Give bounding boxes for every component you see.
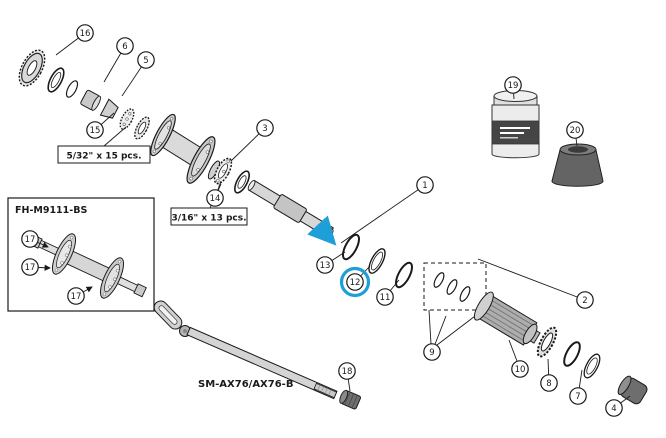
axle-model-label: SM-AX76/AX76-B	[198, 379, 293, 390]
seal-ring-11	[395, 261, 413, 289]
callout-num-17: 17	[71, 292, 82, 302]
callout-num-7: 7	[575, 392, 580, 402]
callout-num-17: 17	[25, 263, 36, 273]
callout-1	[416, 176, 434, 194]
callout-num-19: 19	[508, 81, 519, 91]
front-hub-model-label: FH-M9111-BS	[15, 205, 87, 216]
callout-17	[67, 287, 85, 305]
callout-2	[576, 291, 594, 309]
callout-num-12: 12	[350, 278, 361, 288]
callout-4	[605, 399, 623, 417]
ball-large-text: 3/16" x 13 pcs.	[171, 214, 246, 224]
ball-label-large: 3/16" x 13 pcs.	[170, 183, 248, 226]
rubber-boot	[551, 143, 604, 187]
seal-ring-right-1	[563, 341, 581, 367]
callout-17	[21, 258, 39, 276]
callout-16	[76, 24, 94, 42]
callout-10	[511, 360, 529, 378]
callout-8	[540, 374, 558, 392]
callout-20	[566, 121, 584, 139]
callout-num-1: 1	[422, 181, 427, 191]
ball-retainer-large	[213, 157, 233, 185]
callout-num-18: 18	[342, 367, 353, 377]
callout-7	[569, 387, 587, 405]
callout-num-16: 16	[80, 29, 91, 39]
callout-num-5: 5	[143, 56, 148, 66]
washer-ring-2	[234, 170, 250, 194]
spacer-cylinder	[80, 89, 101, 111]
serrated-lockring	[536, 326, 558, 358]
callout-9	[423, 343, 441, 361]
callout-layer: 16 6 5 15 3 14 19 20 1 13 12 11 2 9 10 8 7 4 18 17 17 17	[21, 24, 631, 417]
callout-15	[86, 121, 104, 139]
ball-small-text: 5/32" x 15 pcs.	[66, 152, 141, 162]
serrated-washer	[134, 116, 150, 140]
callout-11	[376, 288, 394, 306]
callout-num-9: 9	[429, 348, 434, 358]
small-parts-kit	[423, 262, 487, 346]
callout-num-17: 17	[25, 235, 36, 245]
callout-num-6: 6	[122, 42, 127, 52]
washer-ring	[47, 67, 65, 93]
thru-axle	[153, 300, 361, 410]
callout-num-20: 20	[570, 126, 581, 136]
callout-12	[346, 273, 364, 291]
callout-leader	[340, 184, 426, 244]
hub-shell	[150, 113, 221, 184]
axle-end-nut	[339, 389, 361, 410]
callout-19	[504, 76, 522, 94]
seal-ring-right-2	[583, 353, 601, 379]
callout-17	[21, 230, 39, 248]
callout-num-11: 11	[380, 293, 391, 303]
callout-num-10: 10	[515, 365, 526, 375]
callout-num-14: 14	[210, 194, 221, 204]
callout-6	[116, 37, 134, 55]
hub-axle	[247, 179, 334, 239]
callout-14	[206, 189, 224, 207]
callout-5	[137, 51, 155, 69]
cone-nut	[99, 98, 119, 119]
callout-num-3: 3	[262, 124, 267, 134]
end-cap	[617, 375, 648, 405]
seal-ring-12	[368, 248, 386, 274]
callout-num-2: 2	[582, 296, 587, 306]
lockring-gear	[18, 49, 46, 87]
callout-num-4: 4	[611, 404, 616, 414]
highlight-arrow	[307, 215, 337, 246]
callout-3	[256, 119, 274, 137]
callout-18	[338, 362, 356, 380]
freehub-body	[473, 291, 541, 346]
ball-label-small: 5/32" x 15 pcs.	[57, 126, 151, 164]
grease-jar	[491, 90, 540, 159]
ball-retainer-small	[119, 108, 135, 130]
small-ring	[65, 80, 79, 98]
callout-num-8: 8	[546, 379, 551, 389]
seal-ring-13	[342, 233, 360, 261]
callout-leader	[477, 258, 586, 301]
callout-num-13: 13	[320, 261, 331, 271]
highlight-ring	[339, 266, 371, 298]
callout-num-15: 15	[90, 126, 101, 136]
callout-13	[316, 256, 334, 274]
